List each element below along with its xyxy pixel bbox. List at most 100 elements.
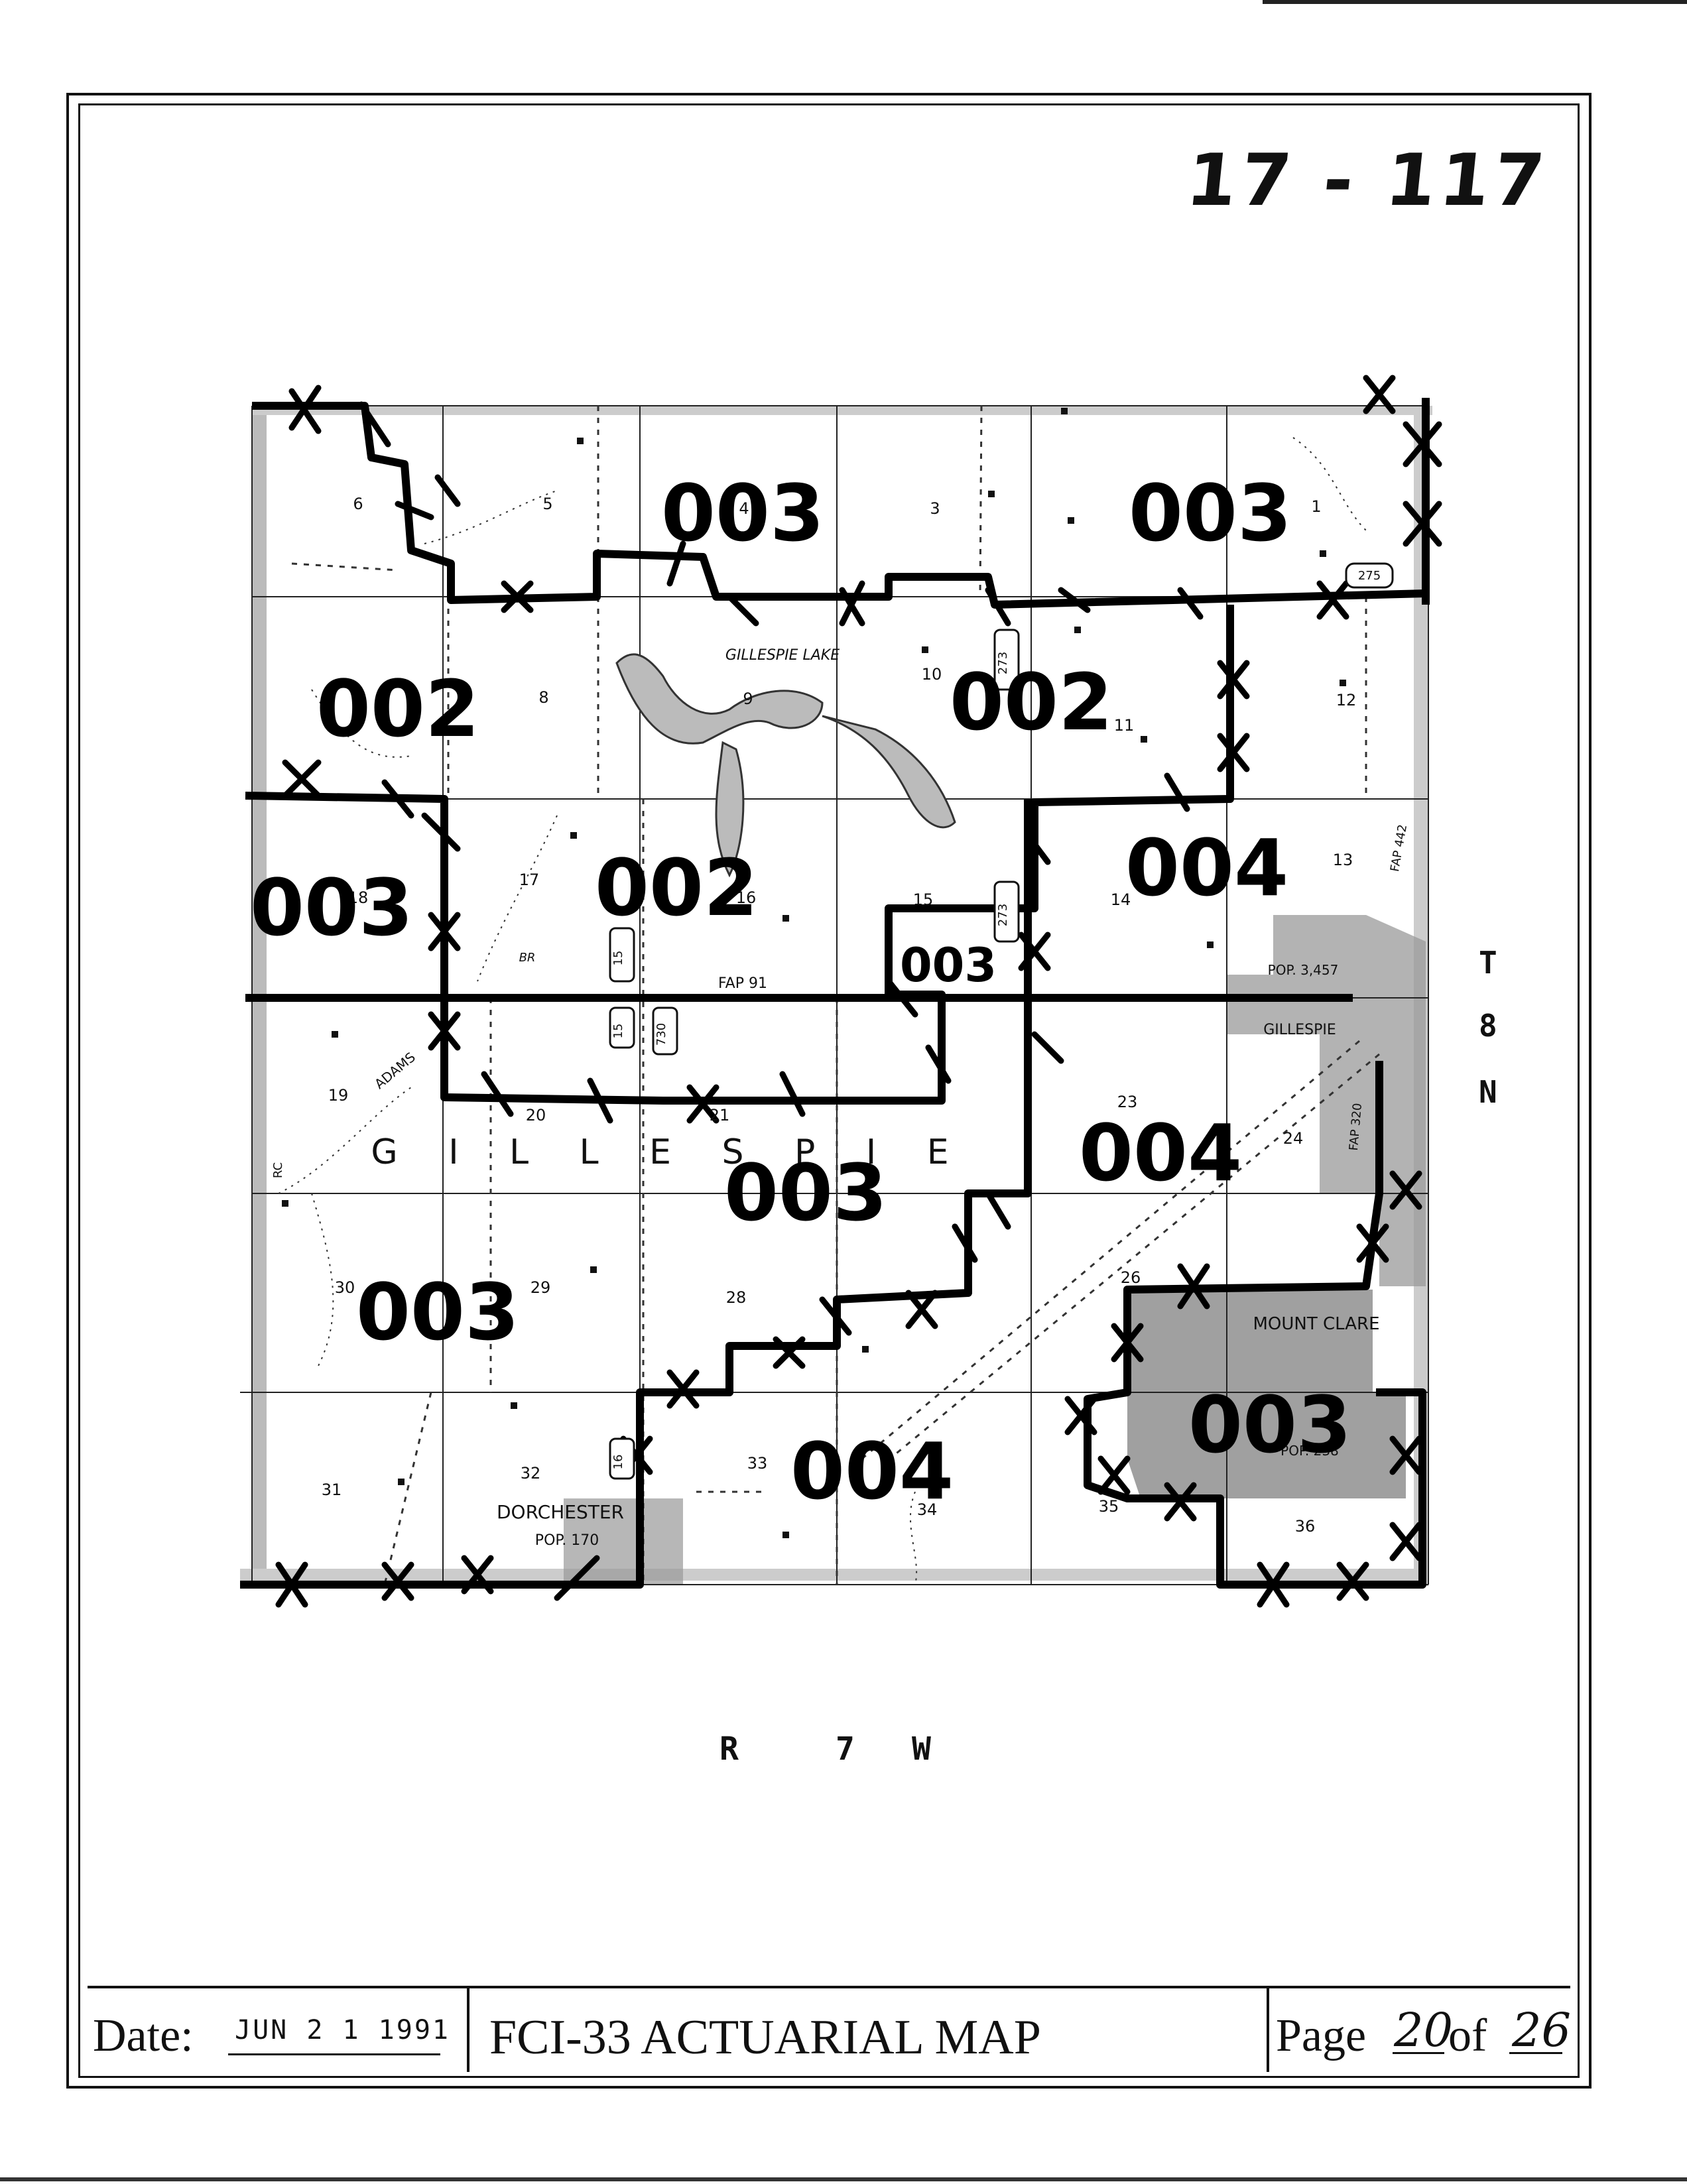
route-shield-label: 275 <box>1358 569 1381 583</box>
stream <box>1292 437 1367 531</box>
route-shield-label: 15 <box>611 1024 625 1039</box>
section-number: 32 <box>521 1464 541 1483</box>
stream <box>424 490 558 544</box>
district-boundary <box>252 402 1426 609</box>
section-number: 33 <box>747 1454 768 1473</box>
building <box>782 1532 789 1538</box>
section-number: 13 <box>1333 851 1353 869</box>
building <box>511 1402 517 1409</box>
section-number: 16 <box>736 888 757 907</box>
stream <box>477 815 558 982</box>
boundary-mark <box>1018 932 1051 971</box>
route-shield <box>609 1437 635 1480</box>
township-name-label: G I L L E S P I E <box>371 1132 968 1172</box>
boundary-mark <box>779 1071 806 1117</box>
section-number: 14 <box>1111 890 1131 909</box>
section-numbers: 6 5 4 3 1 8 9 10 11 12 18 17 16 15 14 13… <box>322 495 1357 1536</box>
section-number: 9 <box>743 690 753 708</box>
range-label-r: R <box>719 1730 739 1768</box>
building <box>988 491 995 497</box>
boundary-mark <box>1164 1482 1197 1522</box>
gillespie-town-label: GILLESPIE <box>1263 1022 1336 1038</box>
district-code: 004 <box>1079 1107 1242 1199</box>
section-number: 35 <box>1099 1497 1119 1516</box>
br-road-label: BR <box>519 951 536 965</box>
section-number: 24 <box>1283 1129 1304 1148</box>
page-of-label: of <box>1448 2010 1487 2061</box>
section-number: 26 <box>1121 1268 1141 1287</box>
map-edge-shading-bottom <box>240 1569 1427 1581</box>
fap91-label: FAP 91 <box>718 975 767 992</box>
district-code: 002 <box>595 842 758 934</box>
section-number: 17 <box>519 871 540 889</box>
fap442-label: FAP 442 <box>1388 823 1410 873</box>
building <box>1061 408 1068 414</box>
mount-clare-area <box>1127 1290 1406 1498</box>
page-current: 20 <box>1394 2003 1454 2057</box>
scan-edge-bottom <box>0 2177 1687 2181</box>
section-number: 15 <box>913 890 934 909</box>
road <box>383 1392 432 1585</box>
stream <box>311 1193 334 1366</box>
boundary-mark <box>1031 1031 1064 1064</box>
boundary-mark <box>773 1336 806 1369</box>
page-border-outer <box>66 93 1592 2089</box>
boundary-mark <box>1064 1396 1097 1435</box>
date-stamp: JUN 2 1 1991 <box>235 2015 450 2045</box>
road <box>881 1053 1380 1467</box>
boundary-mark <box>985 1190 1011 1230</box>
route-shield <box>609 1006 635 1049</box>
township-label-t: T <box>1479 945 1497 981</box>
boundary-mark <box>358 401 391 448</box>
building <box>1320 550 1326 557</box>
section-number: 36 <box>1295 1517 1316 1536</box>
boundary-mark <box>952 1223 978 1263</box>
boundary-mark <box>839 580 865 627</box>
section-number: 29 <box>531 1278 551 1297</box>
building <box>1141 736 1147 743</box>
boundary-mark <box>1097 1455 1131 1495</box>
section-number: 10 <box>922 665 942 684</box>
district-code: 004 <box>790 1426 954 1517</box>
boundary-mark <box>925 1044 952 1084</box>
boundary-mark <box>421 812 461 852</box>
route-shield <box>1345 562 1394 589</box>
rc-label: RC <box>271 1162 285 1178</box>
boundary-mark <box>428 1011 461 1051</box>
boundary-mark <box>819 1296 852 1336</box>
route-shield-label: 273 <box>996 904 1010 926</box>
building <box>1207 941 1214 948</box>
boundary-mark <box>554 1555 600 1601</box>
building <box>282 1200 288 1207</box>
stream <box>278 1087 412 1194</box>
boundary-mark <box>1336 1561 1369 1601</box>
boundary-mark <box>461 1555 494 1595</box>
section-number: 4 <box>739 499 749 518</box>
route-shield-label: 16 <box>611 1455 625 1470</box>
page-cell: Page 20 of 26 <box>1269 1988 1572 2072</box>
gillespie-lake-label: GILLESPIE LAKE <box>725 647 840 664</box>
boundary-mark <box>1164 772 1190 812</box>
boundary-mark <box>686 1084 719 1124</box>
date-cell: Date: JUN 2 1 1991 <box>88 1988 469 2072</box>
district-code: 003 <box>1188 1379 1351 1471</box>
map-edge-shading-top <box>252 406 1432 415</box>
building <box>1074 627 1081 633</box>
route-shield <box>993 880 1020 943</box>
gillespie-pop-label: POP. 3,457 <box>1268 962 1339 978</box>
boundary-mark <box>587 1077 613 1124</box>
section-number: 12 <box>1336 691 1357 709</box>
road <box>861 1040 1360 1460</box>
page-total: 26 <box>1512 2003 1572 2057</box>
boundary-mark <box>1058 587 1091 613</box>
building <box>570 832 577 839</box>
boundary-mark <box>1389 1522 1422 1561</box>
section-number: 5 <box>542 495 552 513</box>
boundary-mark <box>1177 587 1204 620</box>
district-code: 002 <box>316 663 479 755</box>
boundary-mark <box>481 1071 514 1117</box>
boundary-mark <box>501 580 534 613</box>
boundary-mark <box>428 912 461 951</box>
boundary-mark <box>666 1369 700 1409</box>
section-number: 23 <box>1117 1093 1138 1111</box>
